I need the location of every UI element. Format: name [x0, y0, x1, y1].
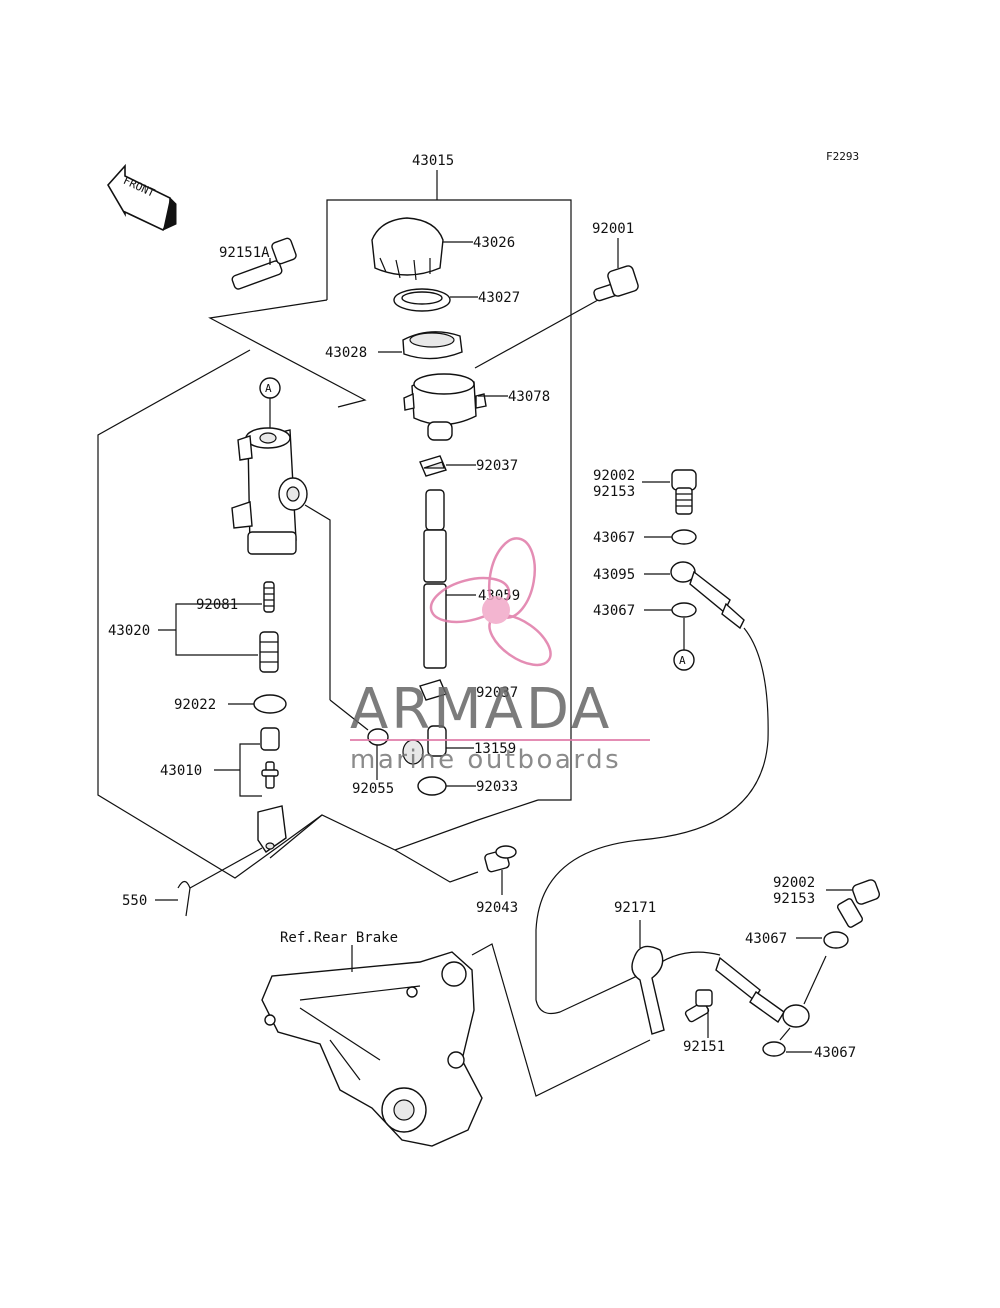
brake-hose-line: [535, 627, 769, 1015]
master-cylinder-body: [231, 427, 308, 555]
diaphragm-plate: [393, 288, 451, 312]
label-43028: 43028: [325, 345, 367, 361]
label-92002-top: 92002: [593, 468, 635, 484]
label-43067-a: 43067: [593, 530, 635, 546]
circlip-92022: [253, 694, 287, 714]
armada-watermark: ARMADA marine outboards: [350, 537, 650, 775]
reservoir-tank: [403, 373, 487, 441]
label-550: 550: [122, 893, 147, 909]
front-arrow-icon: FRONT: [107, 163, 177, 232]
label-43095: 43095: [593, 567, 635, 583]
label-92043: 92043: [476, 900, 518, 916]
marker-a-right: A: [673, 649, 695, 671]
propeller-icon: [429, 537, 552, 667]
diagram-code: F2293: [826, 150, 859, 163]
washer-a: [671, 529, 697, 545]
watermark-tagline: marine outboards: [350, 745, 621, 775]
circlip: [417, 776, 447, 796]
reservoir-cap: [371, 217, 444, 281]
label-43067-b: 43067: [593, 603, 635, 619]
label-43026: 43026: [473, 235, 515, 251]
label-92055: 92055: [352, 781, 394, 797]
washer-d: [762, 1041, 786, 1057]
label-92033: 92033: [476, 779, 518, 795]
label-43067-d: 43067: [814, 1045, 856, 1061]
washer-b: [671, 602, 697, 618]
rear-brake-bracket: [261, 951, 483, 1147]
svg-text:A: A: [265, 382, 272, 395]
bolt-92001: [593, 265, 639, 302]
label-92022: 92022: [174, 697, 216, 713]
label-43015: 43015: [412, 153, 454, 169]
banjo-bolt-bottom: [836, 879, 880, 928]
push-rod: [257, 727, 287, 853]
marker-a-top: A: [259, 377, 281, 399]
clevis-pin: [484, 845, 517, 873]
lower-hose-fitting: [715, 956, 810, 1028]
label-92151a: 92151A: [219, 245, 270, 261]
label-92153-top: 92153: [593, 484, 635, 500]
label-43078: 43078: [508, 389, 550, 405]
hose-clamp-top: [419, 455, 447, 477]
bolt-92151: [684, 989, 713, 1023]
cotter-pin: [177, 880, 191, 917]
label-92151: 92151: [683, 1039, 725, 1055]
reservoir-hose: [423, 489, 447, 669]
label-92037-top: 92037: [476, 458, 518, 474]
label-92081: 92081: [196, 597, 238, 613]
label-13159: 13159: [474, 741, 516, 757]
label-43020: 43020: [108, 623, 150, 639]
bolt-92151a: [231, 237, 297, 290]
label-92153-bottom: 92153: [773, 891, 815, 907]
label-43010: 43010: [160, 763, 202, 779]
brake-hose-fitting: [670, 561, 745, 630]
hose-clamp-92171: [631, 945, 665, 1035]
washer-c: [823, 931, 849, 949]
label-92171: 92171: [614, 900, 656, 916]
label-43027: 43027: [478, 290, 520, 306]
banjo-bolt-top: [671, 469, 697, 515]
assembly-outline: [97, 349, 539, 879]
label-92037-bottom: 92037: [476, 685, 518, 701]
piston: [259, 631, 279, 673]
spring: [263, 581, 275, 613]
diaphragm: [402, 331, 463, 360]
reservoir-assembly-bracket: [208, 170, 572, 801]
label-92002-bottom: 92002: [773, 875, 815, 891]
ref-rear-brake-label: Ref.Rear Brake: [280, 930, 398, 946]
hose-clamp-bottom: [419, 679, 447, 701]
svg-text:A: A: [679, 654, 686, 667]
watermark-brand: ARMADA: [350, 677, 612, 742]
label-92001: 92001: [592, 221, 634, 237]
label-43067-c: 43067: [745, 931, 787, 947]
